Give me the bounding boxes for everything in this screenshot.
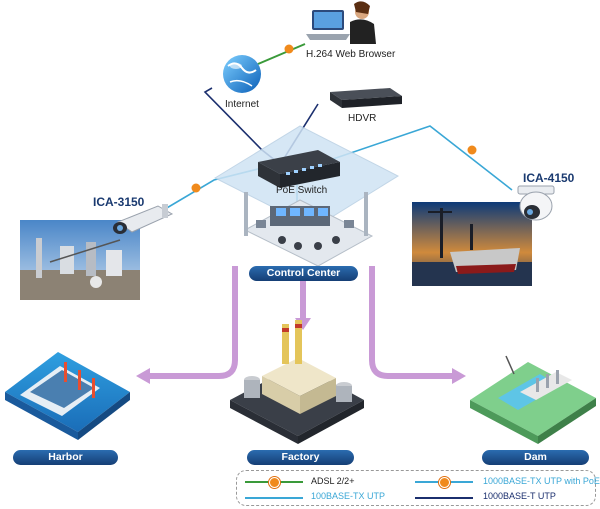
- factory-scene-icon: [230, 320, 364, 444]
- camera-left-label: ICA-3150: [93, 195, 145, 209]
- harbor-ship-photo: [412, 202, 532, 286]
- dome-camera-icon: [517, 185, 555, 221]
- bullet-camera-icon: [113, 204, 174, 234]
- hdvr-device-icon: [330, 88, 402, 108]
- browser-label: H.264 Web Browser: [306, 49, 396, 60]
- legend: ADSL 2/2+ 100BASE-TX UTP 1000BASE-TX UTP…: [236, 470, 600, 506]
- internet-label: Internet: [225, 99, 259, 110]
- poe-badge-icon: [467, 145, 477, 155]
- internet-globe-icon: [223, 55, 261, 93]
- legend-adsl-text: ADSL 2/2+: [311, 476, 355, 486]
- hdvr-label: HDVR: [348, 113, 377, 124]
- user-laptop-icon: [306, 1, 376, 44]
- factory-label: Factory: [247, 450, 354, 465]
- flow-arrows: [136, 266, 466, 384]
- harbor-label: Harbor: [13, 450, 118, 465]
- legend-utp1000-text: 1000BASE-T UTP: [483, 491, 556, 501]
- poe-switch-device-icon: [258, 150, 340, 188]
- poe-badge-icon: [191, 183, 201, 193]
- harbor-scene-icon: [5, 352, 130, 440]
- poe-switch-label: PoE Switch: [276, 185, 328, 196]
- camera-right-label: ICA-4150: [523, 171, 575, 185]
- legend-adsl-badge-icon: [269, 477, 280, 488]
- legend-poe-text: 1000BASE-TX UTP with PoE: [483, 476, 600, 486]
- dam-scene-icon: [470, 355, 596, 444]
- legend-utp100-line: [245, 497, 303, 499]
- legend-utp100-text: 100BASE-TX UTP: [311, 491, 386, 501]
- legend-poe-badge-icon: [439, 477, 450, 488]
- legend-utp1000-line: [415, 497, 473, 499]
- adsl-badge-icon: [284, 44, 294, 54]
- control-center-label: Control Center: [249, 266, 358, 281]
- dam-label: Dam: [482, 450, 589, 465]
